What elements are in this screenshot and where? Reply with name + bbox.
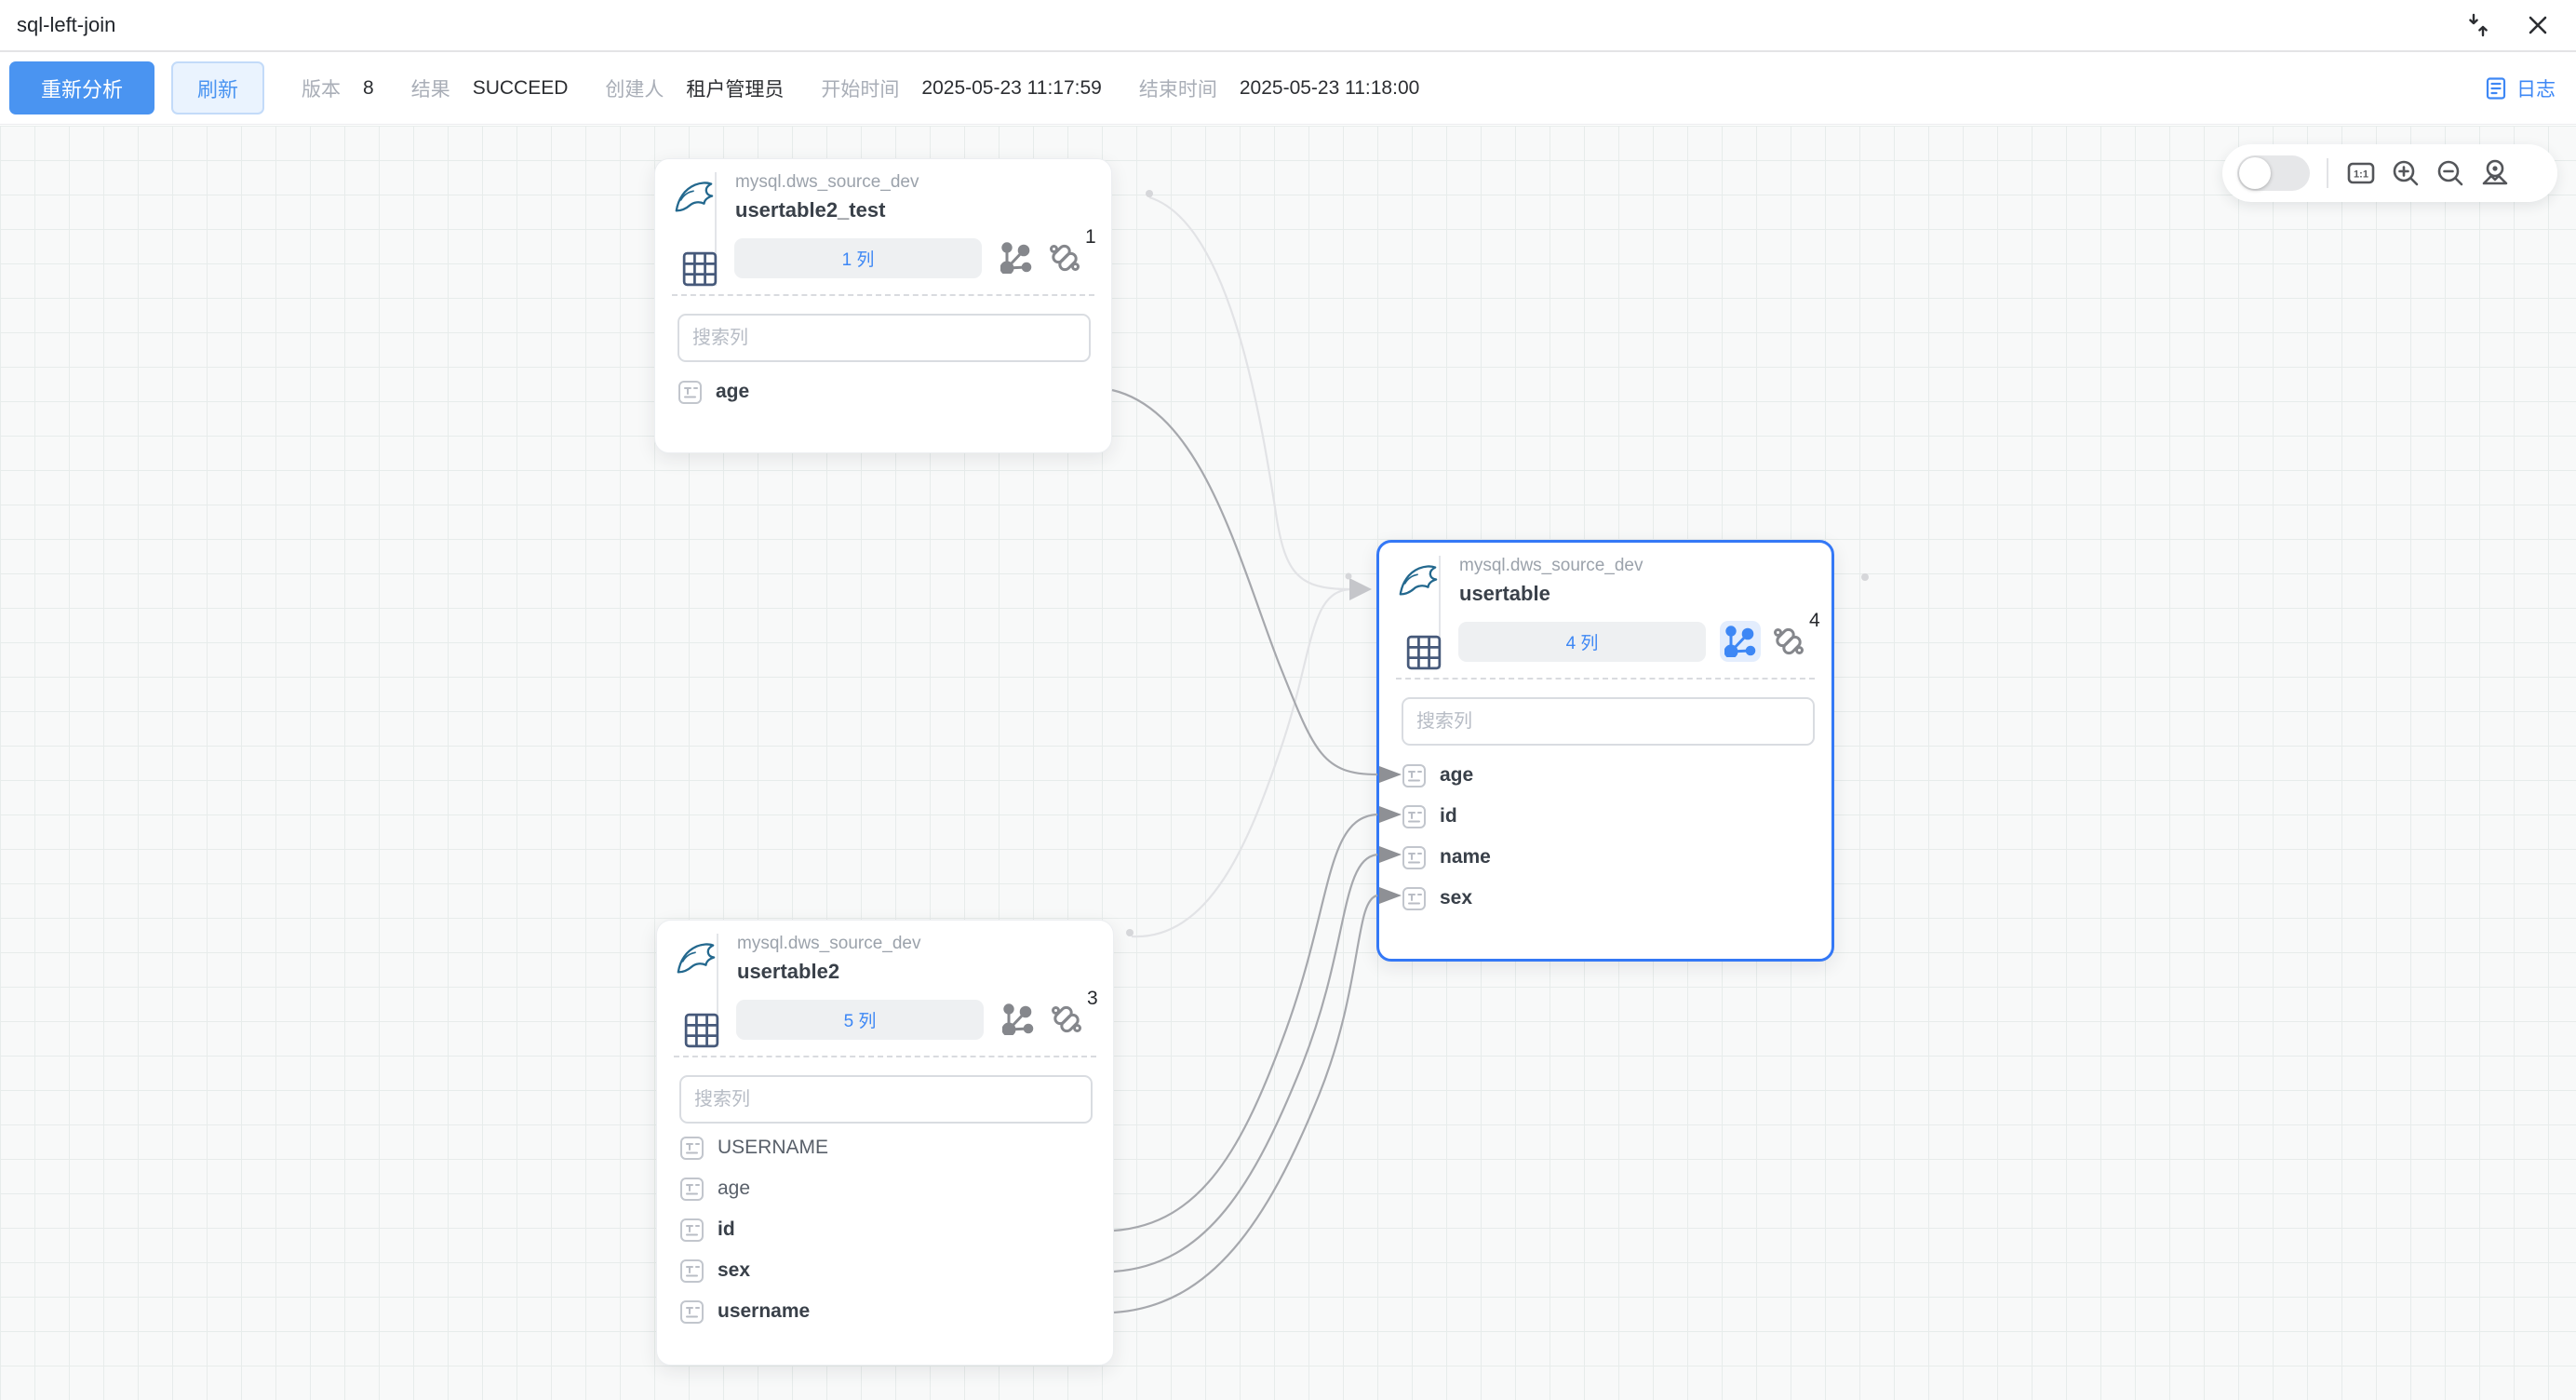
refresh-button[interactable]: 刷新 [171,61,265,114]
datasource-name: mysql.dws_source_dev [737,934,921,953]
column-row-age[interactable]: age [678,371,1089,412]
collapse-icon[interactable] [2464,11,2492,39]
table-grid-icon [1406,635,1442,670]
column-row-username[interactable]: username [679,1291,1091,1332]
field-icon [1402,763,1426,788]
window-title: sql-left-join [17,13,116,36]
ratio-1-1-icon[interactable]: 1:1 [2345,157,2377,189]
table-node-usertable2[interactable]: mysql.dws_source_dev usertable2 5 列 3 [656,920,1114,1366]
column-row-id[interactable]: id [1402,796,1809,837]
column-row-age[interactable]: age [1402,755,1809,796]
header-divider [1439,556,1441,669]
column-name: id [1440,805,1457,827]
column-name: age [716,381,750,402]
end-time-value: 2025-05-23 11:18:00 [1239,76,1420,99]
field-icon [680,1177,704,1201]
column-row-USERNAME[interactable]: USERNAME [679,1127,1091,1168]
column-name: USERNAME [718,1137,829,1158]
link-count-icon[interactable] [1050,1003,1083,1041]
lineage-mode-toggle[interactable] [2237,155,2310,191]
node-divider [674,1056,1096,1057]
node-divider [672,294,1094,296]
column-name: id [718,1218,735,1240]
column-name: sex [718,1259,751,1281]
canvas-control-bar: 1:1 [2222,144,2557,202]
window-title-bar: sql-left-join [0,0,2576,52]
link-count-value: 1 [1085,226,1096,248]
table-node-usertable[interactable]: mysql.dws_source_dev usertable 4 列 4 [1376,540,1834,962]
log-document-icon [2486,76,2506,100]
result-label: 结果 [410,78,450,101]
header-divider [715,172,717,286]
field-icon [678,380,702,404]
node-divider [1396,678,1815,680]
datasource-name: mysql.dws_source_dev [735,172,919,192]
version-value: 8 [363,76,374,99]
datasource-name: mysql.dws_source_dev [1459,556,1644,575]
column-search-input[interactable] [679,1075,1093,1124]
svg-text:1:1: 1:1 [2354,169,2368,181]
column-name: username [718,1300,811,1322]
result-value: SUCCEED [472,76,569,99]
column-row-sex[interactable]: sex [679,1250,1091,1291]
version-label: 版本 [302,78,342,101]
mysql-dolphin-icon [675,182,714,212]
field-icon [680,1299,704,1324]
table-name: usertable2_test [735,198,886,222]
columns-count-badge[interactable]: 1 列 [734,238,982,278]
link-count-value: 3 [1087,988,1098,1009]
start-time-value: 2025-05-23 11:17:59 [921,76,1102,99]
link-count-value: 4 [1809,610,1820,631]
creator-value: 租户管理员 [686,78,785,101]
control-divider [2327,158,2328,188]
field-icon [1402,845,1426,869]
table-name: usertable [1459,582,1550,605]
columns-count-badge[interactable]: 5 列 [736,1000,984,1040]
field-icon [680,1136,704,1160]
log-label: 日志 [2516,78,2556,101]
table-grid-icon [684,1013,719,1048]
table-grid-icon [682,251,718,287]
column-name: age [1440,764,1474,786]
zoom-in-icon[interactable] [2390,157,2422,189]
table-name: usertable2 [737,960,840,983]
reanalyze-button[interactable]: 重新分析 [9,61,155,114]
analysis-toolbar: 重新分析 刷新 版本 8 结果 SUCCEED 创建人 租户管理员 开始时间 2… [0,52,2576,125]
column-name: age [718,1178,751,1199]
header-divider [717,934,718,1047]
creator-label: 创建人 [605,78,664,101]
close-icon[interactable] [2524,11,2552,39]
field-icon [680,1259,704,1283]
column-name: name [1440,846,1491,868]
column-row-age[interactable]: age [679,1168,1091,1209]
mysql-dolphin-icon [1399,565,1438,596]
locate-icon[interactable] [2479,157,2511,189]
lineage-canvas[interactable]: mysql.dws_source_dev usertable2_test 1 列… [0,126,2576,1400]
column-search-input[interactable] [678,314,1091,362]
end-time-label: 结束时间 [1138,78,1217,101]
link-count-icon[interactable] [1772,625,1805,663]
column-row-name[interactable]: name [1402,837,1809,878]
zoom-out-icon[interactable] [2435,157,2466,189]
field-icon [1402,886,1426,910]
log-button[interactable]: 日志 [2484,74,2556,102]
field-icon [1402,804,1426,828]
column-row-sex[interactable]: sex [1402,878,1809,919]
column-row-id[interactable]: id [679,1209,1091,1250]
lineage-toggle-icon[interactable] [998,999,1039,1040]
table-node-usertable2-test[interactable]: mysql.dws_source_dev usertable2_test 1 列… [654,158,1112,453]
mysql-dolphin-icon [677,943,716,974]
column-name: sex [1440,887,1473,909]
lineage-toggle-icon[interactable] [996,237,1037,278]
toggle-knob [2239,157,2271,189]
column-search-input[interactable] [1402,697,1815,746]
link-count-icon[interactable] [1048,241,1081,279]
columns-count-badge[interactable]: 4 列 [1458,622,1706,662]
field-icon [680,1218,704,1242]
lineage-toggle-icon[interactable] [1720,621,1761,662]
start-time-label: 开始时间 [821,78,900,101]
